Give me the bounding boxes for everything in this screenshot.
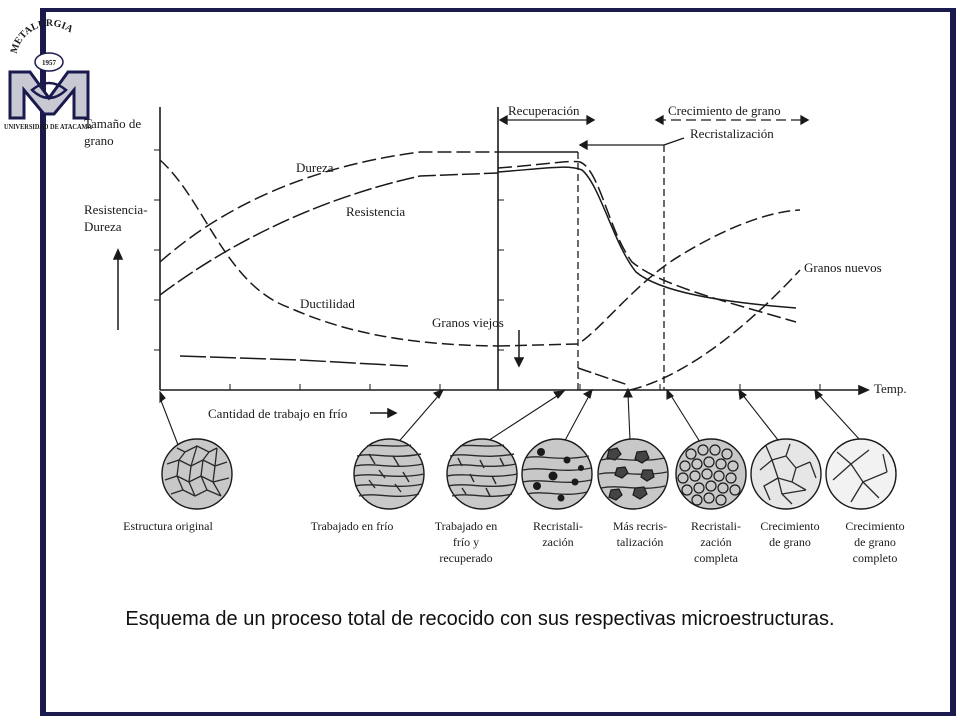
- micro-label-2-line-3: recuperado: [439, 551, 492, 565]
- resistencia-curve: [159, 172, 499, 296]
- chart-labels: Tamaño de grano Resistencia- Dureza Cant…: [84, 103, 907, 421]
- label-dureza: Dureza: [296, 160, 334, 175]
- micro-label-7-line-3: completo: [853, 551, 898, 565]
- y-label-line-3: Resistencia-: [84, 202, 148, 217]
- stage-markers: [498, 114, 810, 390]
- frame-right-border: [950, 8, 956, 716]
- label-granos-nuevos: Granos nuevos: [804, 260, 882, 275]
- micro-label-7-line-2: de grano: [854, 535, 896, 549]
- pointer-lines: [159, 387, 861, 451]
- dureza-curve-right: [497, 160, 797, 323]
- micro-label-5-line-3: completa: [694, 551, 739, 565]
- label-resistencia: Resistencia: [346, 204, 405, 219]
- granos-nuevos-curve: [629, 269, 801, 391]
- logo-year: 1957: [42, 59, 57, 67]
- y-label-line-2: grano: [84, 133, 114, 148]
- micro-label-6-line-2: de grano: [769, 535, 811, 549]
- logo-bottom-text: UNIVERSIDAD DE ATACAMA: [4, 122, 92, 131]
- x-label-left: Cantidad de trabajo en frío: [208, 406, 347, 421]
- label-ductilidad: Ductilidad: [300, 296, 355, 311]
- label-recristalizacion: Recristalización: [690, 126, 774, 141]
- micro-label-3-line-2: zación: [542, 535, 573, 549]
- label-crecimiento: Crecimiento de grano: [668, 103, 781, 118]
- micro-label-4-line-1: Más recris-: [613, 519, 667, 533]
- frame-top-border: [40, 8, 956, 12]
- micro-trabajado: [353, 438, 425, 510]
- granos-viejos-curve-right: [577, 367, 629, 386]
- micro-recristalizacion-completa: [675, 438, 747, 510]
- figure-caption: Esquema de un proceso total de recocido …: [125, 608, 835, 630]
- frame-bottom-border: [40, 712, 956, 716]
- metalurgia-logo: METALURGIA 1957 UNIVERSIDAD DE ATACAMA: [4, 18, 92, 131]
- micro-crecimiento: [750, 438, 822, 510]
- micro-recristalizacion: [521, 438, 593, 510]
- granos-viejos-curve: [179, 355, 409, 367]
- frame-left-border: [40, 8, 46, 716]
- resistencia-curve-right: [497, 166, 797, 309]
- annealing-diagram: Tamaño de grano Resistencia- Dureza Cant…: [84, 103, 907, 565]
- ductilidad-curve: [159, 159, 499, 347]
- micro-recuperado: [446, 438, 518, 510]
- micro-label-6-line-1: Crecimiento: [760, 519, 819, 533]
- micro-original: [161, 438, 233, 510]
- y-label-line-4: Dureza: [84, 219, 122, 234]
- micro-label-1: Trabajado en frío: [311, 519, 394, 533]
- micro-label-0: Estructura original: [123, 519, 213, 533]
- micro-label-7-line-1: Crecimiento: [845, 519, 904, 533]
- label-granos-viejos: Granos viejos: [432, 315, 504, 330]
- micro-label-2-line-1: Trabajado en: [435, 519, 498, 533]
- logo-m-shape: [8, 70, 90, 120]
- ductilidad-curve-right: [497, 209, 801, 347]
- label-recuperacion: Recuperación: [508, 103, 580, 118]
- micro-label-5-line-2: zación: [700, 535, 731, 549]
- y-label-line-1: Tamaño de: [84, 116, 141, 131]
- x-label-right: Temp.: [874, 381, 907, 396]
- micro-label-4-line-2: talización: [617, 535, 664, 549]
- dureza-curve: [159, 151, 498, 263]
- microstructures: [161, 438, 897, 510]
- curves: [112, 151, 801, 419]
- micro-label-2-line-2: frío y: [453, 535, 479, 549]
- micro-crecimiento-completo: [825, 438, 897, 510]
- axes: [154, 107, 870, 396]
- micro-label-3-line-1: Recristali-: [533, 519, 583, 533]
- micro-labels: Estructura original Trabajado en frío Tr…: [123, 519, 904, 565]
- micro-mas-recristalizacion: [597, 438, 669, 510]
- micro-label-5-line-1: Recristali-: [691, 519, 741, 533]
